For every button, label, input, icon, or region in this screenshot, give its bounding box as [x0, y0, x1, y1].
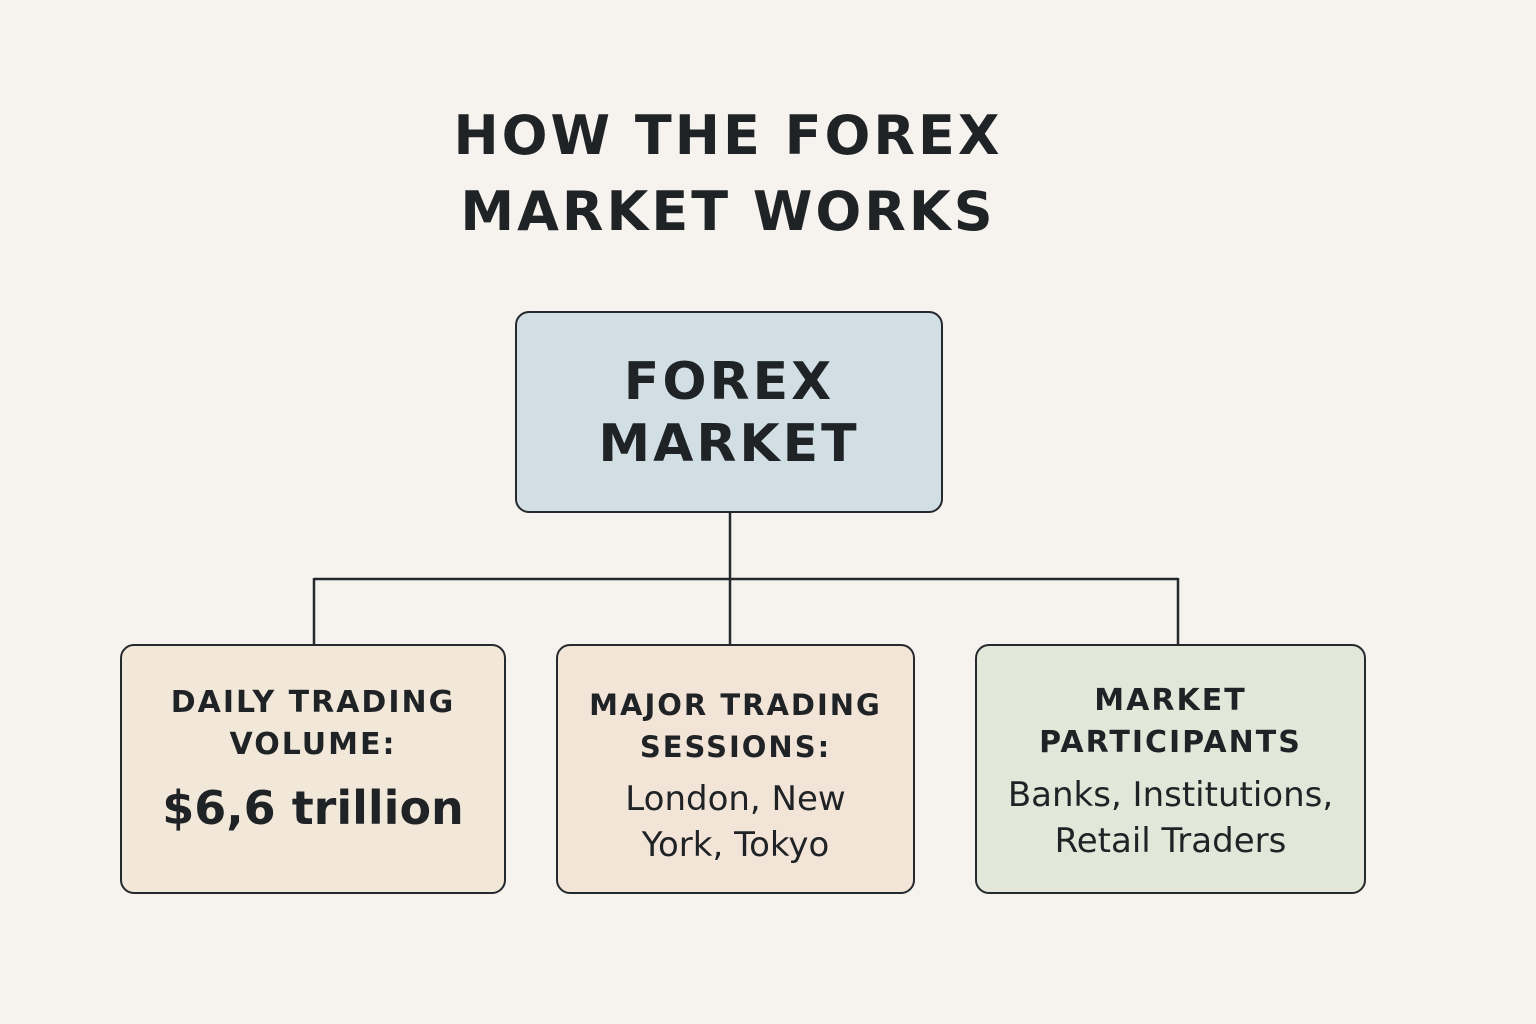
diagram-title: HOW THE FOREX MARKET WORKS — [368, 98, 1088, 250]
trading-sessions-heading-line-1: MAJOR TRADING — [589, 688, 882, 722]
daily-volume-box: DAILY TRADING VOLUME: $6,6 trillion — [120, 644, 506, 894]
title-line-2: MARKET WORKS — [460, 180, 996, 243]
forex-market-label: FOREX MARKET — [517, 351, 941, 475]
root-line-1: FOREX — [623, 352, 835, 412]
daily-volume-heading-line-2: VOLUME: — [229, 727, 397, 762]
daily-volume-heading: DAILY TRADING VOLUME: — [122, 682, 504, 766]
daily-volume-heading-line-1: DAILY TRADING — [170, 685, 456, 720]
trading-sessions-detail-line-1: London, New — [625, 779, 846, 819]
root-line-2: MARKET — [598, 414, 860, 474]
daily-volume-value-line-1: $6,6 trillion — [162, 781, 464, 835]
market-participants-box: MARKET PARTICIPANTS Banks, Institutions,… — [975, 644, 1366, 894]
market-participants-heading-line-2: PARTICIPANTS — [1039, 725, 1302, 760]
market-participants-heading: MARKET PARTICIPANTS — [977, 680, 1364, 764]
market-participants-detail-line-2: Retail Traders — [1054, 821, 1287, 861]
trading-sessions-heading: MAJOR TRADING SESSIONS: — [558, 684, 913, 768]
trading-sessions-detail-line-2: York, Tokyo — [641, 825, 830, 865]
market-participants-detail-line-1: Banks, Institutions, — [1007, 775, 1334, 815]
trading-sessions-detail: London, New York, Tokyo — [558, 776, 913, 868]
daily-volume-value: $6,6 trillion — [122, 780, 504, 836]
market-participants-heading-line-1: MARKET — [1094, 683, 1247, 718]
trading-sessions-heading-line-2: SESSIONS: — [639, 730, 832, 764]
forex-market-box: FOREX MARKET — [515, 311, 943, 513]
title-line-1: HOW THE FOREX — [453, 104, 1003, 167]
trading-sessions-box: MAJOR TRADING SESSIONS: London, New York… — [556, 644, 915, 894]
market-participants-detail: Banks, Institutions, Retail Traders — [977, 772, 1364, 864]
